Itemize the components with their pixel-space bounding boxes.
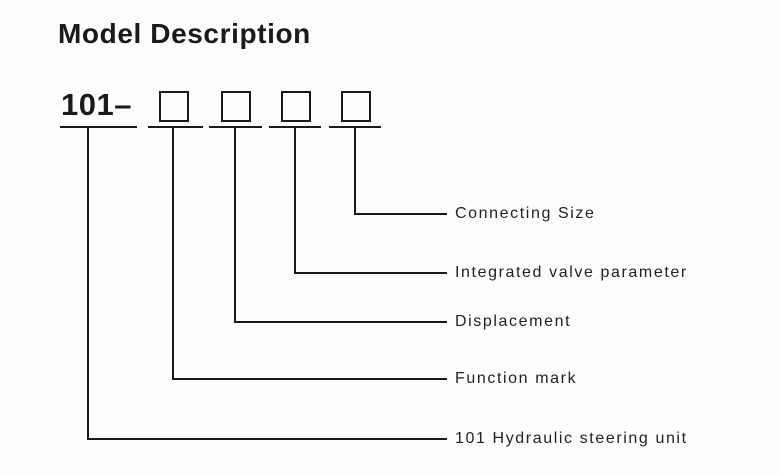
connector-vertical-box-2	[234, 126, 236, 323]
prefix-underline	[60, 126, 137, 128]
digit-box-4	[341, 91, 371, 122]
connector-horizontal-steering-unit	[87, 438, 447, 440]
connector-vertical-box-1	[172, 126, 174, 380]
callout-label-integrated-valve-parameter: Integrated valve parameter	[455, 264, 688, 281]
connector-horizontal-connecting-size	[354, 213, 447, 215]
connector-horizontal-displacement	[234, 321, 447, 323]
connector-horizontal-integrated-valve	[294, 272, 447, 274]
digit-box-3	[281, 91, 311, 122]
callout-label-displacement: Displacement	[455, 313, 572, 330]
connector-horizontal-function-mark	[172, 378, 447, 380]
connector-vertical-box-4	[354, 126, 356, 215]
callout-label-function-mark: Function mark	[455, 370, 578, 387]
digit-box-2	[221, 91, 251, 122]
callout-label-connecting-size: Connecting Size	[455, 205, 596, 222]
connector-vertical-prefix	[87, 126, 89, 440]
page-title: Model Description	[58, 18, 311, 49]
model-prefix: 101–	[61, 87, 132, 122]
connector-vertical-box-3	[294, 126, 296, 274]
box-1-underline	[148, 126, 203, 128]
digit-box-1	[159, 91, 189, 122]
callout-label-hydraulic-steering-unit: 101 Hydraulic steering unit	[455, 430, 688, 447]
